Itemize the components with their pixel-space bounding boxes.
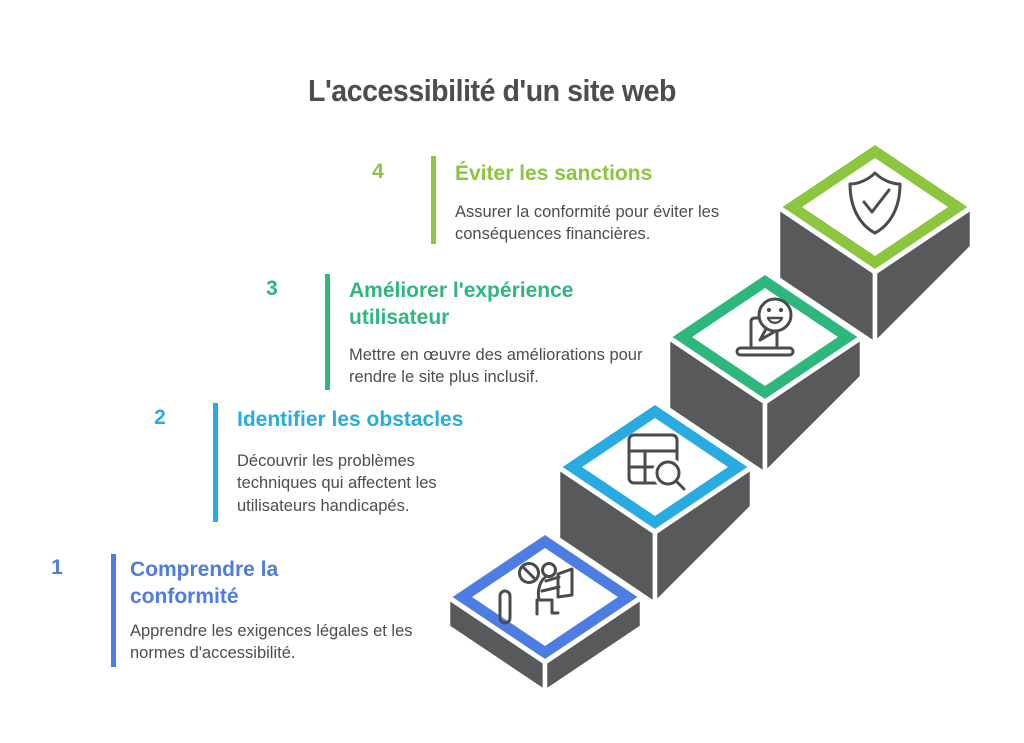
step-2-title: Identifier les obstacles (237, 408, 464, 431)
table-search-icon (627, 433, 686, 491)
step-3-accent-bar (325, 274, 330, 390)
step-2-description: Découvrir les problèmes techniques qui a… (237, 452, 437, 515)
step-1-block (445, 529, 645, 695)
step-2-accent-bar (213, 403, 218, 522)
step-3-number: 3 (266, 277, 278, 300)
page-title: L'accessibilité d'un site web (308, 72, 676, 108)
step-1-title: Comprendre la conformité (130, 558, 279, 609)
shield-check-icon (848, 171, 902, 235)
laptop-smile-icon (735, 297, 795, 357)
step-1-accent-bar (111, 554, 116, 667)
step-4-block (775, 139, 975, 347)
step-4-description: Assurer la conformité pour éviter les co… (455, 203, 720, 244)
step-3-title: Améliorer l'expérience utilisateur (349, 279, 574, 330)
step-1-number: 1 (51, 556, 63, 579)
step-3-description: Mettre en œuvre des améliorations pour r… (349, 346, 643, 387)
step-1-description: Apprendre les exigences légales et les n… (130, 622, 413, 663)
step-4-accent-bar (431, 156, 436, 244)
step-4-number: 4 (372, 160, 384, 183)
person-reading-icon (498, 562, 574, 625)
step-2-block (555, 399, 755, 607)
step-3-block (665, 269, 865, 477)
step-2-number: 2 (154, 406, 166, 429)
step-4-title: Éviter les sanctions (455, 162, 653, 185)
